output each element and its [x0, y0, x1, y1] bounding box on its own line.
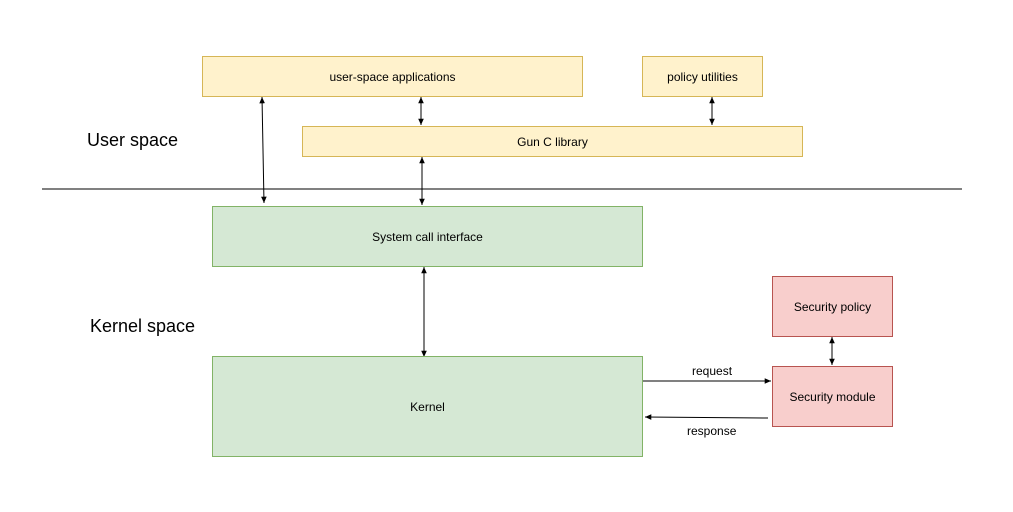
kernel-node[interactable]: Kernel — [212, 356, 643, 457]
edge-response — [644, 414, 769, 420]
security-policy-node[interactable]: Security policy — [772, 276, 893, 337]
security-module-node[interactable]: Security module — [772, 366, 893, 427]
kernel-label: Kernel — [410, 399, 445, 414]
system-call-interface-label: System call interface — [372, 229, 483, 244]
user-space-applications-node[interactable]: user-space applications — [202, 56, 583, 97]
policy-utilities-node[interactable]: policy utilities — [642, 56, 763, 97]
kernel-space-label: Kernel space — [90, 316, 196, 336]
request-label: request — [692, 364, 733, 378]
gnu-c-library-node[interactable]: Gun C library — [302, 126, 803, 157]
security-module-label: Security module — [789, 389, 876, 404]
security-policy-label: Security policy — [793, 299, 872, 314]
system-call-interface-node[interactable]: System call interface — [212, 206, 643, 267]
user-space-label: User space — [87, 130, 179, 150]
user-space-applications-label: user-space applications — [329, 69, 456, 84]
edge-apps-syscall — [259, 96, 267, 204]
response-label: response — [687, 424, 737, 438]
gnu-c-library-label: Gun C library — [517, 134, 588, 149]
policy-utilities-label: policy utilities — [667, 69, 738, 84]
